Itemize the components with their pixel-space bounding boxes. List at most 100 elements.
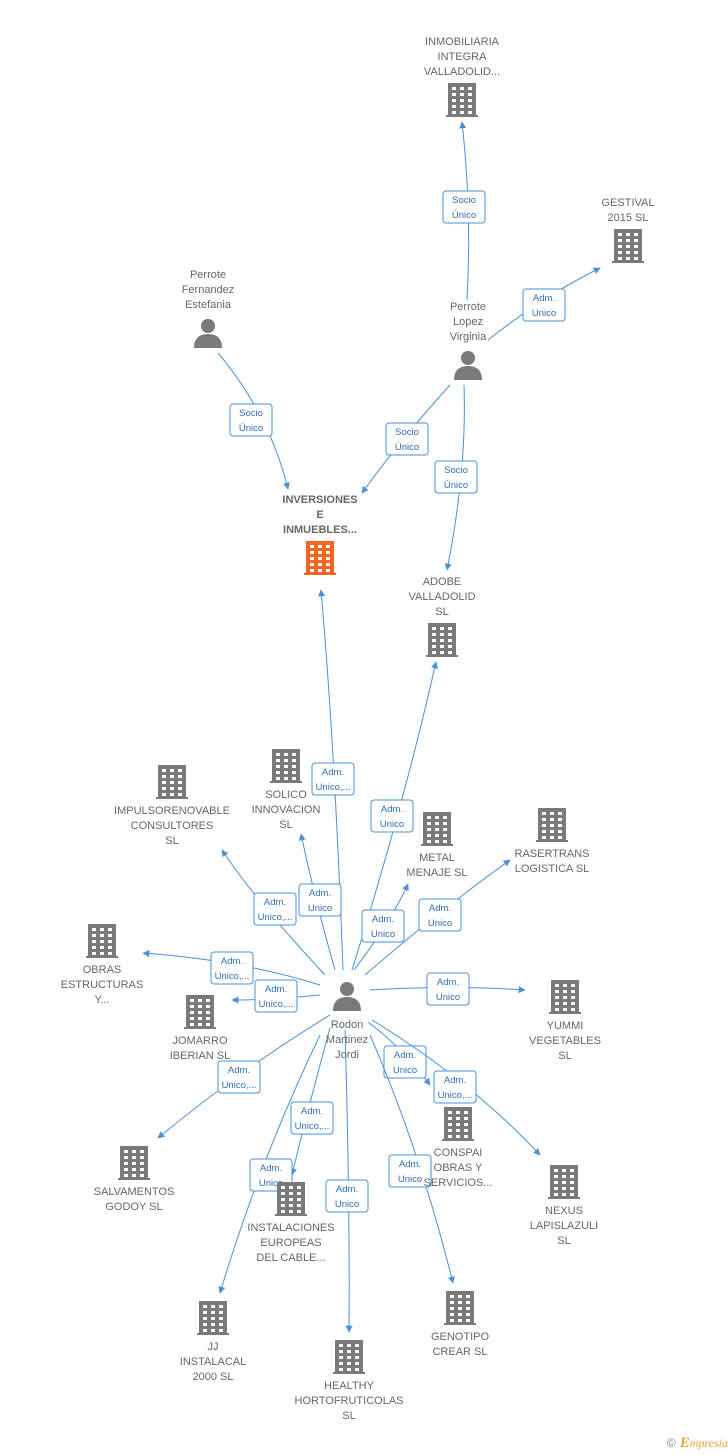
node-label: GODOY SL <box>105 1201 162 1213</box>
node-obras[interactable]: OBRASESTRUCTURASY... <box>61 924 144 1006</box>
node-label: Martinez <box>326 1034 368 1046</box>
node-label: CONSPAI <box>434 1147 483 1159</box>
node-label: JJ <box>208 1341 219 1353</box>
node-label: OBRAS Y <box>434 1162 483 1174</box>
edge-label-text: Adm. <box>221 956 243 967</box>
edge-label-text: Adm. <box>381 804 403 815</box>
edge-label-box[interactable] <box>442 190 486 224</box>
edge-label-text: Adm. <box>336 1184 358 1195</box>
node-label: SL <box>279 819 292 831</box>
building-icon <box>444 1291 476 1325</box>
edge-rodon-to-salvamentos: Adm.Unico,... <box>157 1014 331 1139</box>
edge-label-box[interactable] <box>522 288 566 322</box>
node-label: GESTIVAL <box>602 197 655 209</box>
edge-label-box[interactable] <box>210 951 254 985</box>
edge-label-box[interactable] <box>385 422 429 456</box>
edge-label-text: Unico <box>398 1174 422 1185</box>
edge-label-box[interactable] <box>383 1045 427 1079</box>
node-label: HEALTHY <box>324 1380 375 1392</box>
edge-perrote_lopez-to-gestival: Adm.Unico <box>487 267 601 341</box>
edge-rodon-to-adobe: Adm. Unico <box>351 661 439 971</box>
edge-label-box[interactable] <box>311 762 355 796</box>
edge-label-text: Adm. <box>372 914 394 925</box>
edge-label-text: Unico <box>371 929 395 940</box>
node-label: IBERIAN SL <box>170 1050 231 1062</box>
edge-label-box[interactable] <box>298 883 342 917</box>
node-label: CREAR SL <box>432 1346 487 1358</box>
node-label: CONSULTORES <box>131 820 214 832</box>
edge-rodon-to-metal: Adm. Unico <box>353 883 409 971</box>
building-icon <box>156 765 188 799</box>
edge-label-text: Unico,... <box>258 912 293 923</box>
node-label: 2000 SL <box>193 1371 234 1383</box>
edge-label-box[interactable] <box>370 799 414 833</box>
edge-label-text: Unico,... <box>222 1080 257 1091</box>
edge-label-box[interactable] <box>253 892 297 926</box>
edge-rodon-to-yummi: Adm.Unico <box>369 972 526 1006</box>
brand-logo[interactable]: Empresia <box>679 1435 728 1451</box>
edge-rodon-to-nexus: Adm.Unico,... <box>371 1019 541 1156</box>
edge-label-box[interactable] <box>418 898 462 932</box>
node-label: LOGISTICA SL <box>515 863 590 875</box>
edge-label-box[interactable] <box>229 403 273 437</box>
building-icon <box>421 812 453 846</box>
node-label: SL <box>435 606 448 618</box>
edge-label-box[interactable] <box>290 1101 334 1135</box>
node-label: OBRAS <box>83 964 122 976</box>
edge-label-box[interactable] <box>361 909 405 943</box>
person-icon <box>194 319 222 348</box>
person-icon <box>333 982 361 1011</box>
brand-initial: E <box>679 1435 690 1451</box>
node-label: E <box>316 509 323 521</box>
edge-rodon-to-rasertrans: Adm. Unico <box>364 859 511 976</box>
node-inmobiliaria[interactable]: INMOBILIARIAINTEGRAVALLADOLID... <box>424 36 500 117</box>
node-inversiones[interactable]: INVERSIONESEINMUEBLES... <box>282 494 358 575</box>
edge-label-box[interactable] <box>388 1154 432 1188</box>
edge-label-text: Unico,... <box>259 999 294 1010</box>
node-label: Perrote <box>190 269 226 281</box>
edge-label-box[interactable] <box>426 972 470 1006</box>
node-label: SALVAMENTOS <box>94 1186 175 1198</box>
edge-label-text: Único <box>452 210 476 221</box>
edge-label-text: Unico <box>428 918 452 929</box>
node-label: VEGETABLES <box>529 1035 601 1047</box>
copyright-symbol: © <box>666 1436 676 1450</box>
building-icon <box>446 83 478 117</box>
building-icon <box>275 1182 307 1216</box>
edge-rodon-to-conspai: Adm.Unico <box>367 1021 431 1086</box>
edge-label-box[interactable] <box>433 1070 477 1104</box>
edge-label-box[interactable] <box>325 1179 369 1213</box>
building-icon <box>442 1107 474 1141</box>
edge-label-box[interactable] <box>434 460 478 494</box>
edge-label-text: Adm. <box>309 888 331 899</box>
node-label: ADOBE <box>423 576 462 588</box>
edge-label-text: Unico <box>259 1178 283 1189</box>
edge-label-text: Adm. <box>429 903 451 914</box>
edge-label-text: Único <box>395 442 419 453</box>
edge-label-box[interactable] <box>217 1060 261 1094</box>
edge-rodon-to-impulsorenovable: Adm. Unico,... <box>221 849 326 976</box>
node-salvamentos[interactable]: SALVAMENTOS GODOY SL <box>94 1146 175 1213</box>
edge-label-box[interactable] <box>254 979 298 1013</box>
